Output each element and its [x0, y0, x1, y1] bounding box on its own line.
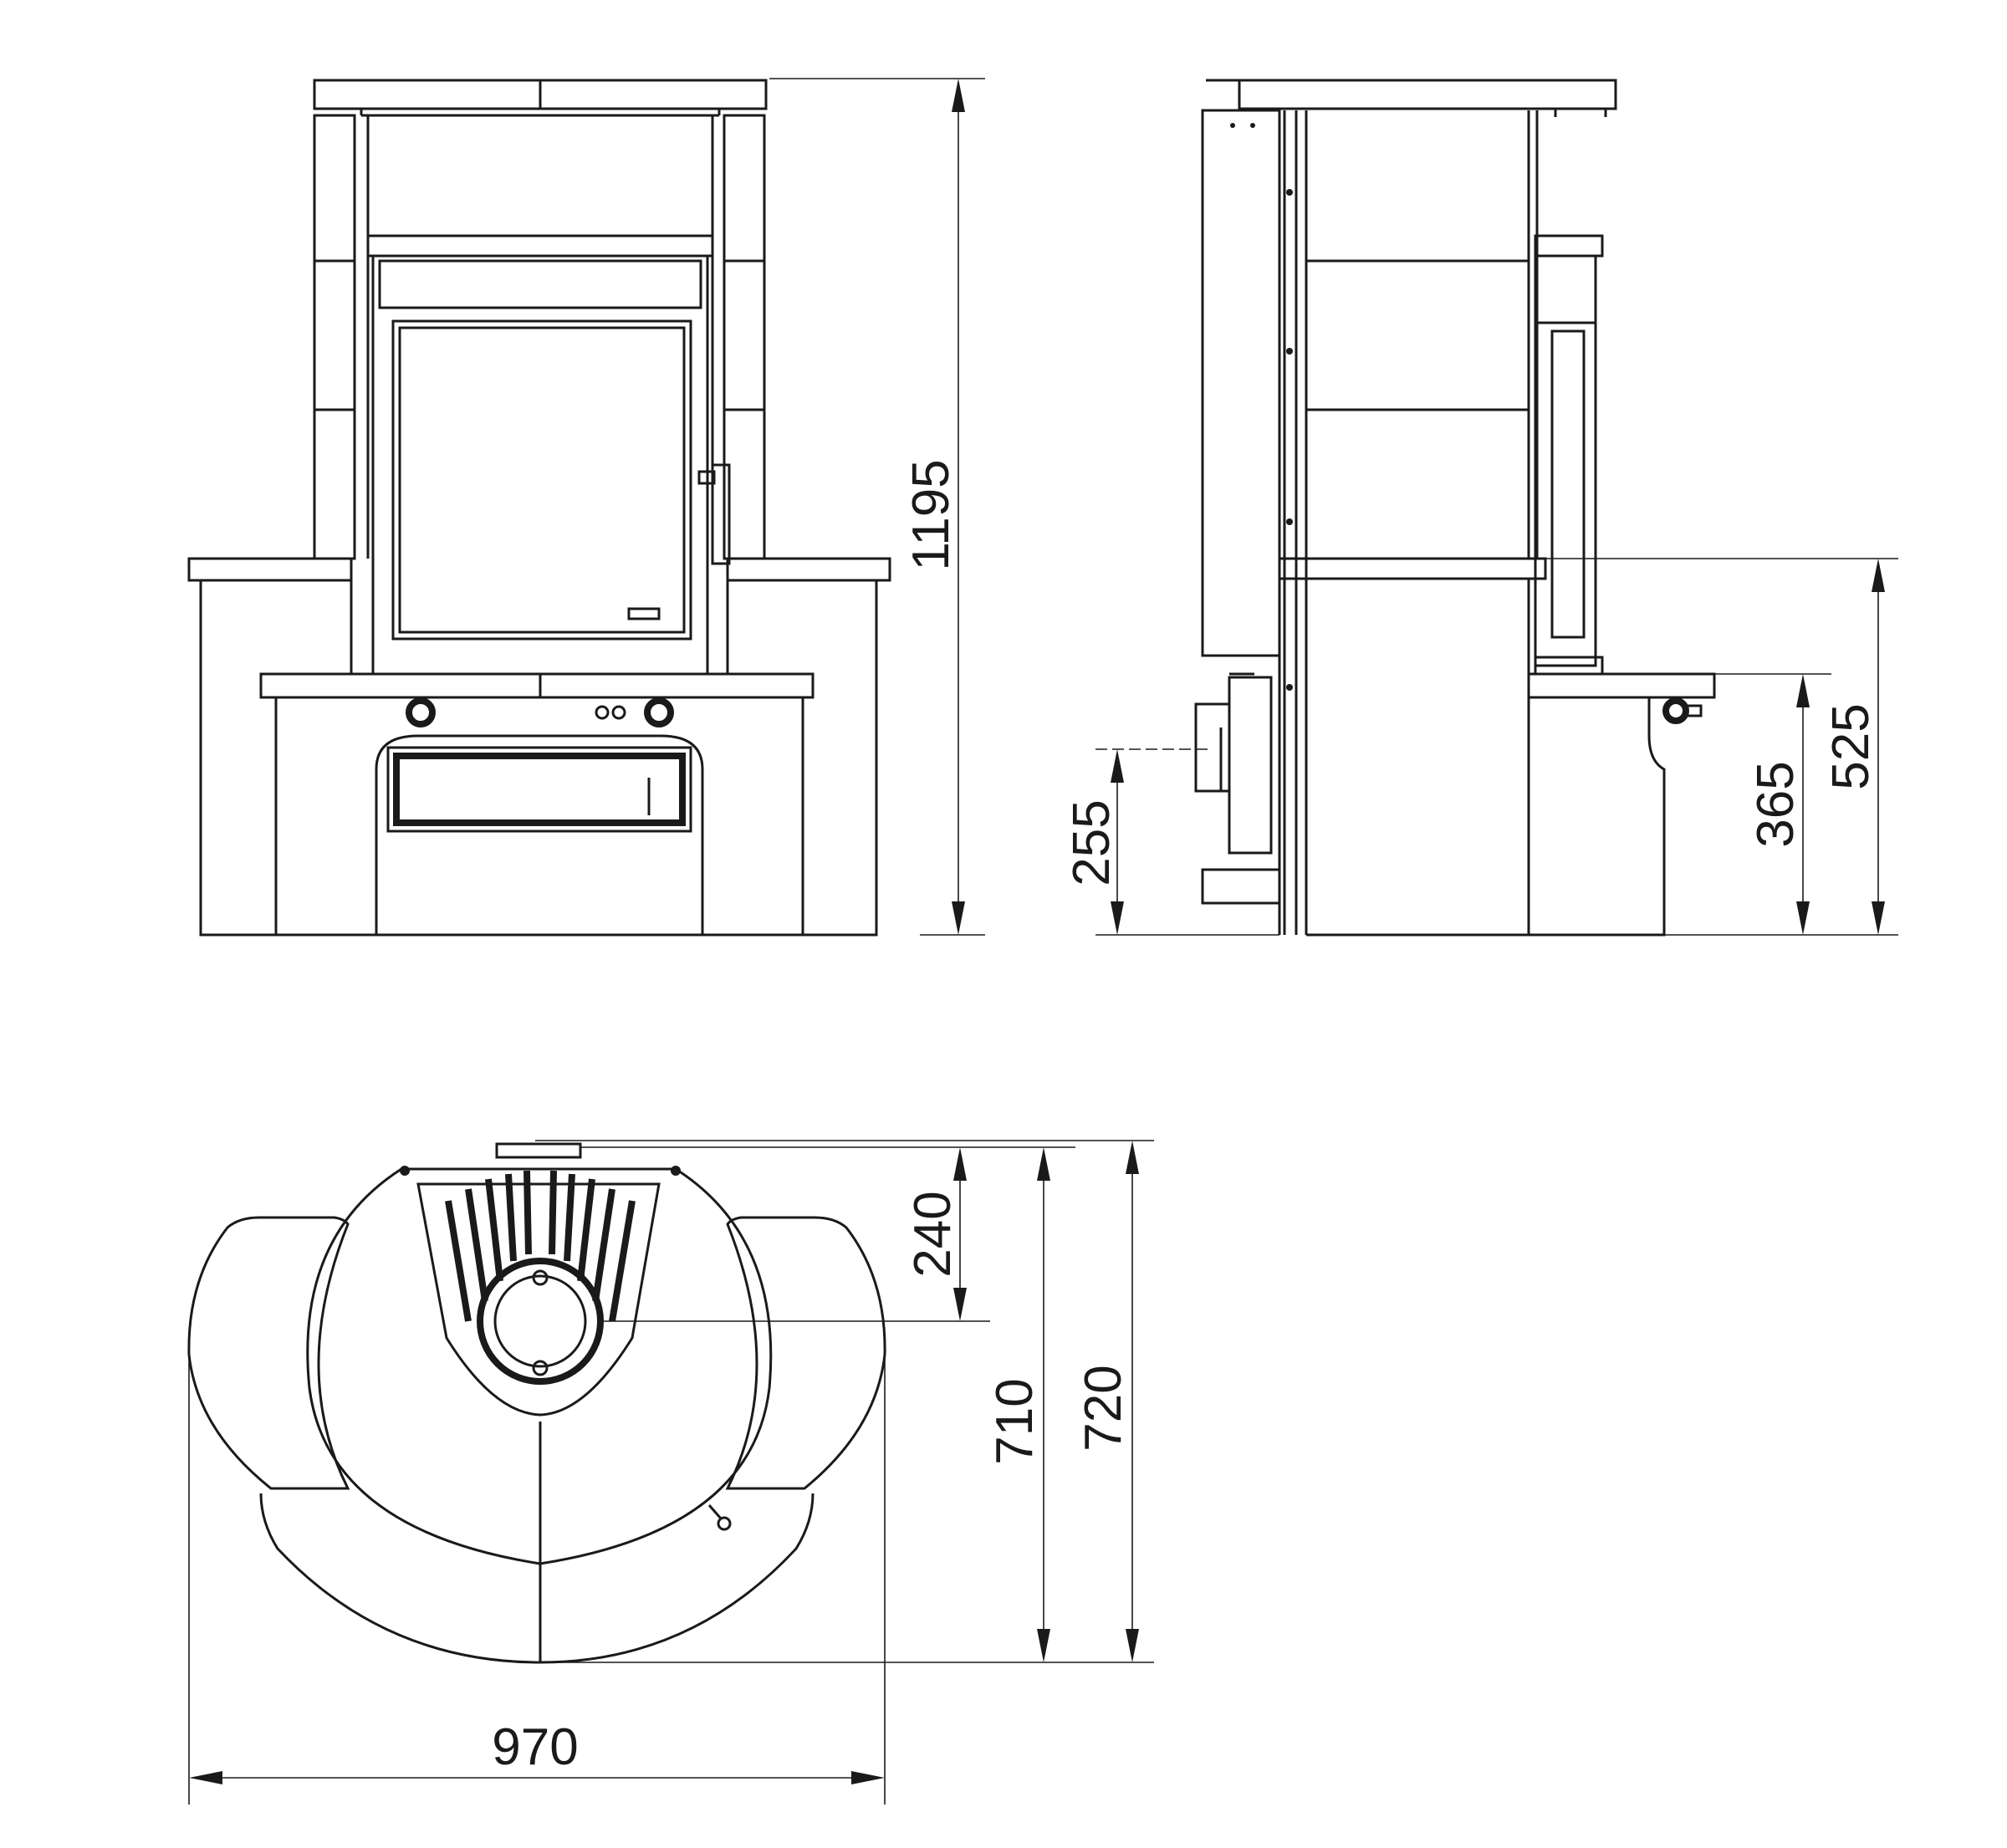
top-left-side-tile [187, 1216, 350, 1490]
ash-drawer [393, 753, 686, 826]
top-grate-slots [445, 1170, 636, 1322]
top-grate-housing [416, 1182, 661, 1417]
dim-label-255: 255 [1063, 799, 1121, 886]
ash-drawer-opening [375, 734, 704, 935]
dimension-side-shelf: 525 [1545, 558, 1898, 935]
side-back-panel [1201, 109, 1281, 657]
dim-label-1195: 1195 [902, 459, 960, 570]
side-view [1194, 79, 1716, 937]
dim-label-525: 525 [1822, 703, 1880, 789]
dimension-ash-drawer: 255 [1063, 748, 1279, 936]
front-right-shelf [726, 557, 891, 582]
front-base-plate [259, 672, 815, 699]
dimension-width-total: 970 [188, 1355, 886, 1805]
dimension-depth-total: 720 [535, 1140, 1154, 1663]
front-left-shelf [187, 557, 353, 582]
front-base-body [199, 579, 878, 937]
front-left-tile-column [313, 114, 356, 560]
top-view [187, 1142, 886, 1664]
firebox-top-frame [366, 234, 714, 258]
side-shelf [1278, 557, 1547, 580]
dim-label-240: 240 [904, 1191, 962, 1277]
top-front-arc [259, 1493, 815, 1664]
dimension-base-plate: 365 [1664, 673, 1898, 936]
dim-label-720: 720 [1075, 1365, 1132, 1451]
firebox-body [371, 254, 709, 676]
top-flue-ring [477, 1258, 604, 1385]
firebox-door-glass [391, 319, 692, 641]
dim-label-710: 710 [986, 1378, 1044, 1464]
dimension-total-height: 1195 [769, 78, 985, 936]
dimension-flue-offset: 240 [580, 1146, 1075, 1322]
top-right-side-tile [725, 1216, 886, 1490]
front-door-handle [711, 463, 731, 565]
side-top-plate [1238, 79, 1617, 110]
dim-label-970: 970 [492, 1718, 578, 1776]
front-view [187, 79, 891, 937]
dimension-depth-inner: 710 [986, 1147, 1050, 1662]
side-base-plate [1527, 672, 1716, 699]
dim-label-365: 365 [1747, 761, 1805, 847]
